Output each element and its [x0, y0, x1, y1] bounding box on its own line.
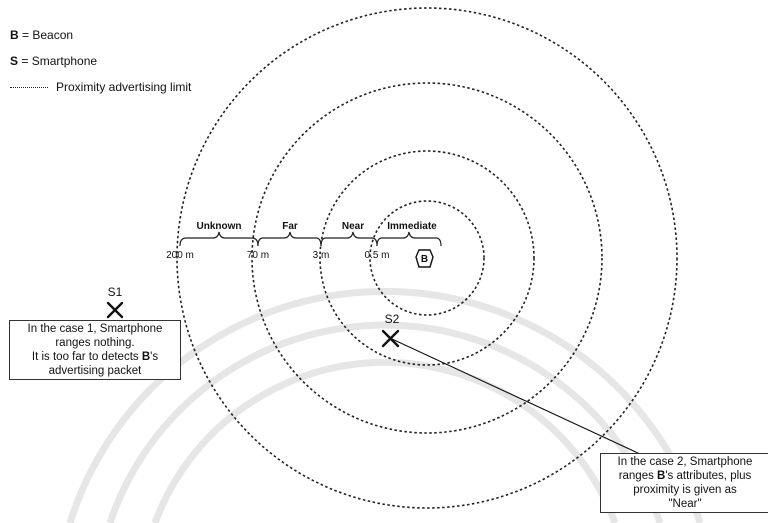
legend-smartphone-text: = Smartphone	[21, 54, 98, 68]
distance-label-3m: 3 m	[313, 250, 330, 261]
case1-box: In the case 1, Smartphone ranges nothing…	[9, 320, 181, 380]
case1-line4: advertising packet	[48, 365, 142, 377]
immediate-brace	[376, 231, 442, 247]
dotted-line-icon	[10, 87, 48, 89]
case1-line3-suffix: 's	[150, 351, 159, 363]
far-range-circle	[251, 82, 603, 434]
legend-smartphone-key: S	[10, 54, 19, 68]
case1-line3: It is too far to detects B's	[10, 350, 180, 364]
case1-line3-beacon: B	[141, 351, 151, 363]
near-brace	[320, 231, 378, 247]
distance-label-200m: 200 m	[166, 250, 194, 261]
legend-limit: Proximity advertising limit	[10, 80, 191, 94]
case2-box: In the case 2, Smartphone ranges B's att…	[600, 453, 768, 513]
zone-label-far: Far	[282, 221, 298, 232]
s2-connector-line	[391, 338, 641, 455]
near-range-circle	[319, 150, 535, 366]
zone-label-near: Near	[342, 221, 364, 232]
zone-label-immediate: Immediate	[387, 221, 437, 232]
beacon-symbol-label: B	[421, 254, 428, 265]
distance-label-70m: 70 m	[247, 250, 269, 261]
case2-line1: In the case 2, Smartphone	[617, 456, 753, 468]
s1-cross-icon	[106, 301, 124, 319]
s2-cross-icon	[381, 329, 400, 348]
far-brace	[257, 231, 322, 247]
case1-line3-text: It is too far to detects	[31, 351, 142, 363]
case1-line2: ranges nothing.	[55, 337, 135, 349]
case2-line2-suffix: 's attributes, plus	[665, 470, 752, 482]
legend-beacon-key: B	[10, 28, 19, 42]
legend-smartphone: S = Smartphone	[10, 54, 97, 68]
case2-line4: "Near"	[668, 498, 702, 510]
watermark	[66, 287, 704, 523]
unknown-brace	[179, 231, 259, 247]
legend-beacon-text: = Beacon	[22, 28, 74, 42]
case2-line2-beacon: B	[657, 470, 666, 482]
unknown-range-circle	[176, 7, 678, 509]
legend-beacon: B = Beacon	[10, 28, 73, 42]
s2-label: S2	[385, 312, 400, 326]
case1-line1: In the case 1, Smartphone	[27, 323, 163, 335]
s1-label: S1	[108, 285, 123, 299]
beacon-icon	[415, 249, 434, 268]
legend-limit-text: Proximity advertising limit	[56, 80, 192, 94]
case2-line2-text: ranges	[618, 470, 658, 482]
distance-label-0-5m: 0.5 m	[364, 250, 389, 261]
zone-label-unknown: Unknown	[197, 221, 242, 232]
immediate-range-circle	[369, 200, 485, 316]
case2-line3: proximity is given as	[633, 484, 737, 496]
case2-line2: ranges B's attributes, plus	[601, 469, 768, 483]
